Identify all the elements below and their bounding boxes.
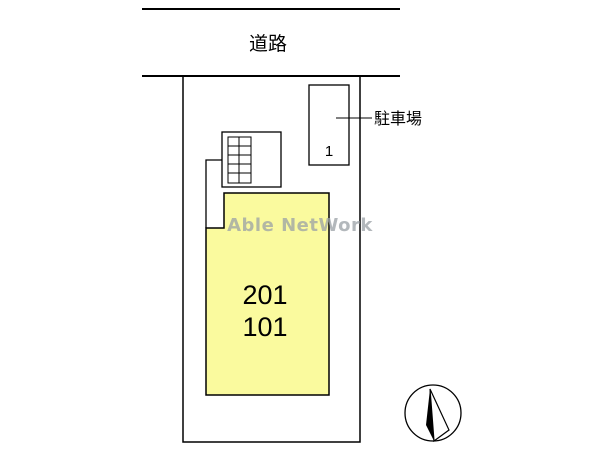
staircase: [221, 131, 282, 188]
unit-101-label: 101: [242, 312, 287, 342]
parking-label: 駐車場: [374, 109, 422, 128]
parking-space: [308, 84, 350, 166]
watermark-text: Able NetWork: [227, 215, 373, 236]
building-units: [205, 192, 330, 396]
road-label: 道路: [249, 33, 287, 55]
stair-wall: [205, 159, 222, 228]
north-compass-icon: [404, 384, 462, 443]
parking-space-number: 1: [325, 143, 333, 160]
unit-201-label: 201: [242, 280, 287, 310]
lot-boundary: [182, 75, 361, 443]
